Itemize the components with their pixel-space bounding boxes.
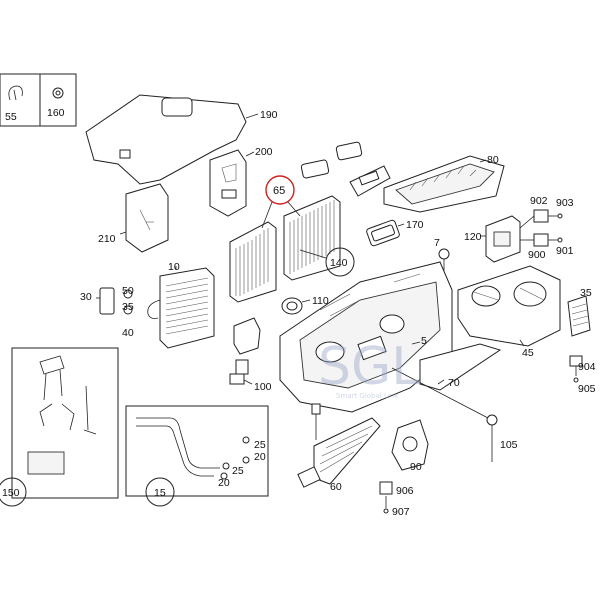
connectors-900-903: 902 903 900 901 [519, 195, 574, 261]
part-main-hvac-housing: 5 [279, 261, 453, 413]
callout-25a: 25 [254, 439, 266, 451]
gasket-set [300, 141, 391, 197]
callout-906: 906 [396, 485, 414, 497]
part-90-actuator: 90 [391, 419, 429, 473]
part-35-resistor: 35 [567, 287, 592, 337]
callout-group-140: 140 [299, 247, 355, 277]
clip-icon [8, 85, 23, 101]
callout-80: 80 [487, 154, 499, 166]
callout-170: 170 [406, 219, 424, 231]
callout-10: 10 [168, 261, 180, 273]
callout-902: 902 [530, 195, 548, 207]
callout-110: 110 [312, 295, 329, 307]
callout-25b: 25 [232, 465, 244, 477]
parts-904-905: 904 905 [569, 355, 596, 395]
part-65-cabin-filters: 65 [229, 175, 341, 303]
part-190-insulation: 190 [85, 94, 278, 185]
callout-900: 900 [528, 249, 546, 261]
callout-903: 903 [556, 197, 574, 209]
part-105-probe: 105 [391, 367, 518, 462]
callout-20a: 20 [218, 477, 230, 489]
callout-905: 905 [578, 383, 596, 395]
watermark-logo: SGL Smart Global Link [318, 337, 420, 400]
inset-55: 55 [0, 73, 41, 127]
part-45-blower-housing: 45 [457, 265, 561, 359]
callout-140: 140 [330, 257, 348, 269]
callout-60: 60 [330, 481, 342, 493]
callout-904: 904 [578, 361, 596, 373]
svg-text:Smart Global Link: Smart Global Link [336, 392, 399, 400]
callout-160: 160 [47, 107, 65, 119]
callout-120: 120 [464, 231, 482, 243]
callout-40: 40 [122, 327, 134, 339]
callout-15: 15 [154, 487, 166, 499]
callout-90: 90 [410, 461, 422, 473]
callout-210: 210 [98, 233, 116, 245]
part-60-heater-core: 60 [297, 403, 381, 493]
callout-200: 200 [255, 146, 273, 158]
part-7-screw: 7 [434, 237, 450, 272]
callout-100: 100 [254, 381, 272, 393]
callout-45: 45 [522, 347, 534, 359]
svg-text:SGL: SGL [318, 337, 420, 397]
part-170-gasket: 170 [366, 219, 424, 247]
callout-50: 50 [122, 285, 134, 297]
callout-5: 5 [421, 335, 427, 347]
callout-55: 55 [5, 111, 17, 123]
callout-30: 30 [80, 291, 92, 303]
parts-906-907: 906 907 [379, 481, 414, 518]
inset-150: 150 [0, 347, 119, 507]
part-flap-gasket [233, 317, 261, 355]
callout-907: 907 [392, 506, 410, 518]
callout-35b: 35 [580, 287, 592, 299]
part-210-panel: 210 [98, 183, 169, 253]
callout-35: 35 [122, 301, 134, 313]
callout-circle-65 [265, 175, 295, 205]
callout-20b: 20 [254, 451, 266, 463]
part-110-actuator: 110 [281, 295, 329, 315]
callout-901: 901 [556, 245, 574, 257]
callout-105: 105 [500, 439, 518, 451]
part-120-control-module: 120 [464, 215, 521, 263]
part-10-evaporator: 10 [147, 261, 215, 349]
inset-160: 160 [39, 73, 77, 127]
part-30-expansion-valve: 30 50 35 40 [80, 285, 134, 339]
callout-70: 70 [448, 377, 460, 389]
callout-7: 7 [434, 237, 440, 249]
callout-65: 65 [273, 185, 285, 197]
part-200-gasket: 200 [209, 146, 273, 217]
part-100-sensor: 100 [229, 359, 272, 393]
part-80-upper-housing: 80 [383, 154, 505, 213]
callout-190: 190 [260, 109, 278, 121]
callout-150: 150 [2, 487, 20, 499]
part-70-flap: 70 [419, 343, 502, 391]
inset-15-pipes: 25 25 20 20 15 [125, 405, 269, 507]
